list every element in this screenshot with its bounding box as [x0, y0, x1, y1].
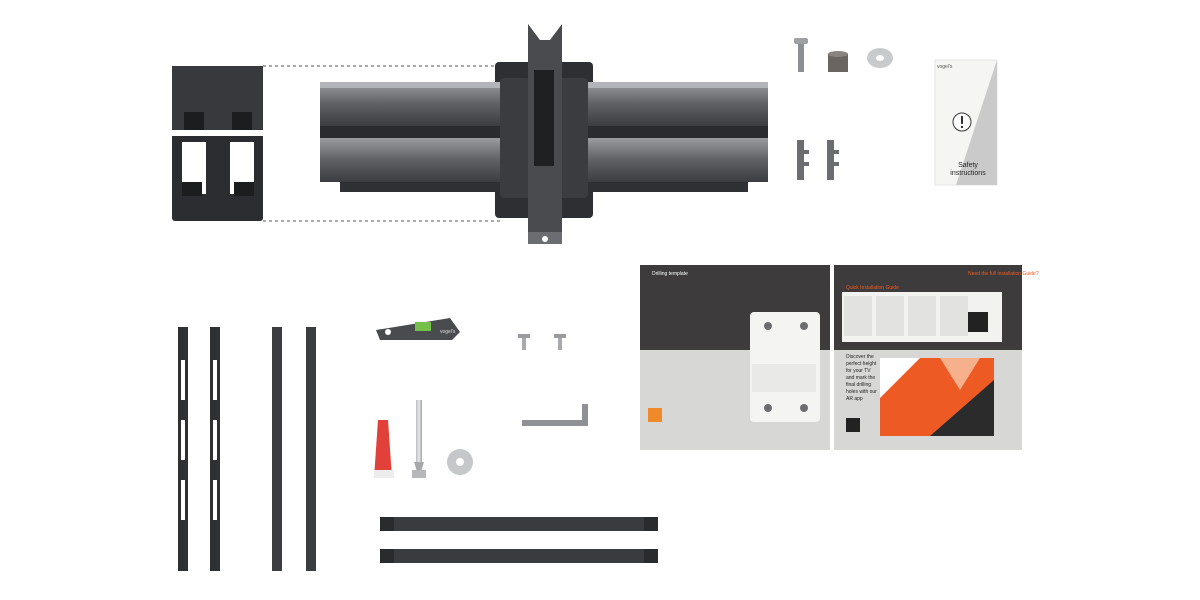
- spirit-level: [376, 318, 460, 340]
- allen-key: [522, 404, 588, 426]
- promo-line-5: final drilling: [846, 382, 871, 388]
- hardware-bolt: [794, 38, 808, 72]
- safety-instructions-card: [934, 59, 998, 186]
- template-full-guide: Need the full installation Guide?: [968, 271, 1039, 277]
- wall-plate: [172, 66, 263, 221]
- template-subheading: Quick Installation Guide: [846, 285, 899, 291]
- template-heading: Drilling template: [652, 271, 688, 277]
- promo-line-1: Discover the: [846, 354, 874, 360]
- promo-line-7: AR app: [846, 396, 863, 402]
- hardware-spacer: [828, 51, 848, 72]
- lag-screw: [412, 400, 426, 478]
- safety-card-title-2: instructions: [950, 170, 986, 177]
- promo-line-4: and mark the: [846, 375, 875, 381]
- safety-card-brand: vogel's: [937, 64, 953, 70]
- tv-mount-arm: [320, 24, 768, 244]
- promo-line-2: perfect height: [846, 361, 877, 367]
- drilling-template-sheet: [640, 265, 1022, 450]
- promo-line-6: holes with our: [846, 389, 877, 395]
- horizontal-straps: [380, 517, 658, 563]
- safety-card-title-1: Safety: [958, 162, 978, 169]
- level-brand: vogel's: [440, 329, 456, 335]
- hardware-hooks: [797, 140, 839, 180]
- wall-anchor: [374, 420, 394, 478]
- small-screws: [518, 334, 566, 350]
- mounting-strips: [178, 327, 316, 571]
- flat-washer: [447, 449, 473, 475]
- promo-line-3: for your TV: [846, 368, 871, 374]
- hardware-washer: [867, 48, 893, 68]
